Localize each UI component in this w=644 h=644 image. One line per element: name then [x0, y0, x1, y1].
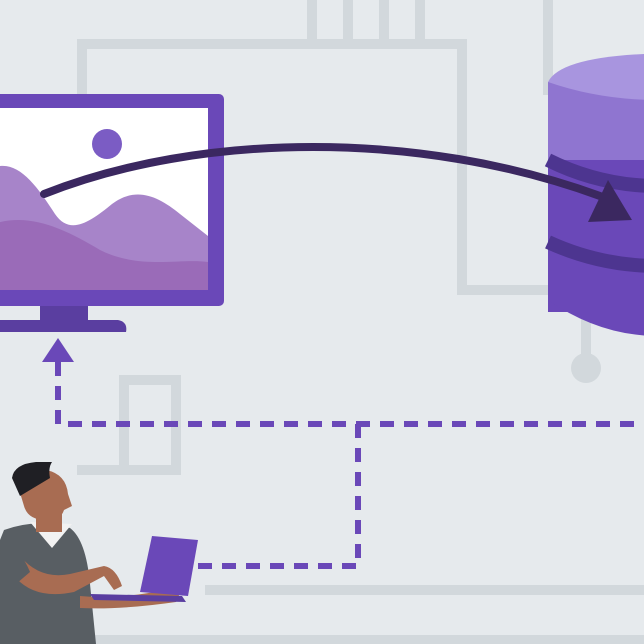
database-divider-1 — [544, 153, 644, 193]
monitor-icon — [0, 94, 224, 332]
person-hair — [12, 462, 52, 496]
dashed-arrow-head — [42, 338, 74, 362]
monitor-neck — [40, 306, 88, 322]
person-arm-pointing — [16, 556, 122, 595]
database-divider-2 — [545, 235, 644, 273]
image-sun — [92, 129, 122, 159]
person-sleeve — [0, 540, 30, 584]
circuit-node — [571, 353, 601, 383]
upload-arrow — [40, 143, 604, 200]
image-mountain-front — [0, 220, 208, 290]
laptop-icon — [90, 536, 198, 602]
upload-arrow-head — [588, 180, 632, 222]
database-bottom — [548, 300, 644, 336]
laptop-base — [90, 594, 186, 602]
database-top-rim — [548, 54, 644, 100]
laptop-screen — [140, 536, 198, 596]
image-icon — [0, 129, 208, 290]
monitor-stand — [0, 320, 127, 332]
dashed-connections — [55, 362, 644, 569]
person-icon — [0, 462, 179, 644]
